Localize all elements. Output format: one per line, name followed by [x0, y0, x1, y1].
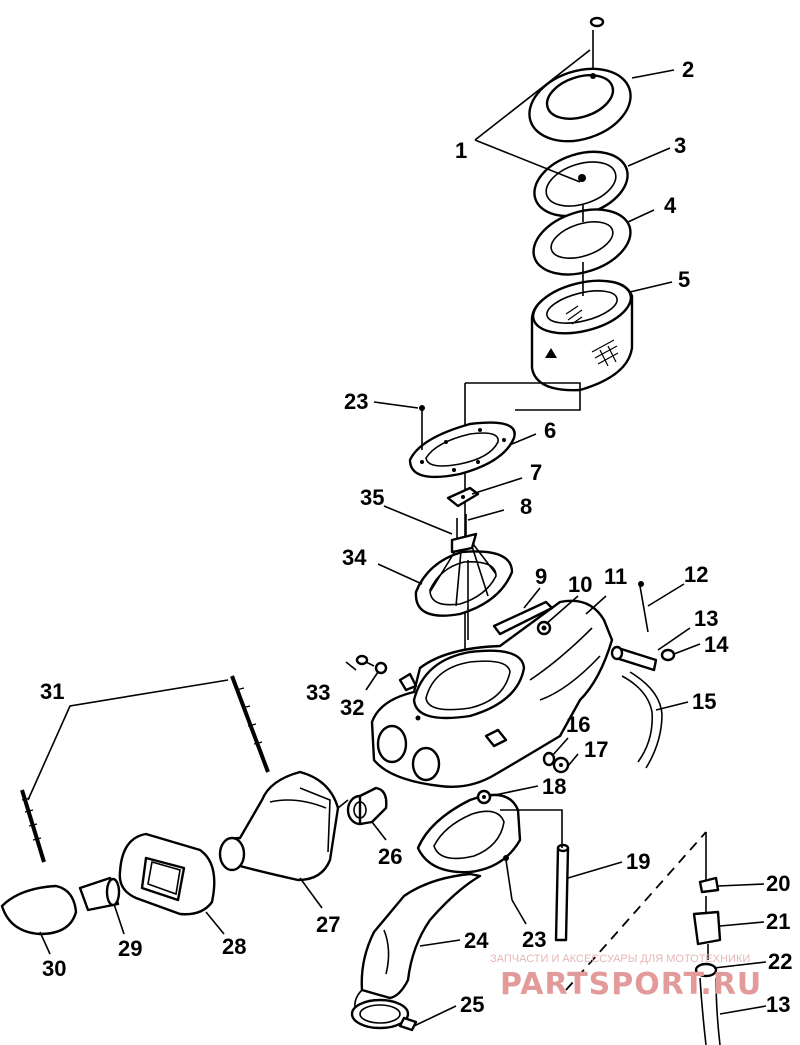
callout-3: 3 [674, 133, 686, 158]
base-gasket [408, 421, 516, 479]
callout-23-upper: 23 [344, 389, 368, 414]
washer-16 [542, 751, 556, 767]
intake-frame [118, 832, 216, 916]
small-plate [446, 486, 480, 508]
washer-32 [374, 661, 388, 675]
hose-clamp-22 [694, 962, 718, 978]
air-filter-element [530, 279, 634, 392]
breather-bolt [638, 581, 649, 633]
callout-19: 19 [626, 849, 650, 874]
callout-32: 32 [340, 695, 364, 720]
vent-tube [554, 843, 570, 942]
callout-25: 25 [460, 992, 484, 1017]
callout-31: 31 [40, 679, 64, 704]
callout-2: 2 [682, 57, 694, 82]
filter-cage [414, 532, 514, 640]
nut-17 [552, 756, 570, 774]
callout-33: 33 [306, 680, 330, 705]
callout-13-lower: 13 [766, 992, 790, 1017]
drain-fitting [536, 620, 552, 636]
callout-20: 20 [766, 871, 790, 896]
callout-10: 10 [568, 572, 592, 597]
mounting-bolt-lower [503, 855, 513, 901]
screw-33 [355, 654, 375, 667]
callout-6: 6 [544, 418, 556, 443]
callout-35: 35 [360, 485, 384, 510]
mounting-bolt-upper [419, 405, 425, 450]
airbox-strap [492, 600, 554, 636]
callout-18: 18 [542, 774, 566, 799]
retainer-plate [532, 208, 632, 276]
callout-21: 21 [766, 909, 790, 934]
callout-23-lower: 23 [522, 927, 546, 952]
breather-fitting [660, 648, 676, 662]
hose-clamp [350, 998, 418, 1032]
callout-22: 22 [768, 949, 792, 974]
breather-hose [610, 645, 658, 672]
intake-sleeve [78, 876, 121, 912]
fitting-18 [476, 789, 492, 805]
callout-26: 26 [378, 844, 402, 869]
hose-clamp-20 [698, 876, 720, 894]
threaded-rod-right [230, 675, 270, 773]
filter-cover [528, 67, 632, 143]
callout-12: 12 [684, 562, 708, 587]
callout-15: 15 [692, 689, 716, 714]
callout-5: 5 [678, 267, 690, 292]
callout-13: 13 [694, 606, 718, 631]
callout-24: 24 [464, 928, 489, 953]
coupler-26 [346, 786, 388, 826]
callout-14: 14 [704, 632, 729, 657]
intake-silencer [218, 770, 340, 882]
callout-17: 17 [584, 737, 608, 762]
wing-bolt [589, 16, 605, 72]
watermark-caption: ЗАПЧАСТИ И АКСЕССУАРЫ ДЛЯ МОТОТЕХНИКИ [490, 953, 750, 965]
callout-1: 1 [455, 138, 467, 163]
intake-cap [0, 884, 78, 936]
inline-filter [692, 896, 722, 960]
callout-9: 9 [535, 564, 547, 589]
callout-8: 8 [520, 494, 532, 519]
callout-30: 30 [42, 956, 66, 981]
callout-28: 28 [222, 934, 246, 959]
callout-16: 16 [566, 712, 590, 737]
callout-11: 11 [604, 564, 627, 589]
watermark-logo: PARTSPORT.RU [500, 967, 762, 1002]
callout-27: 27 [316, 912, 340, 937]
drain-tube [621, 671, 663, 769]
fuel-line [699, 977, 721, 1045]
callout-34: 34 [342, 545, 367, 570]
callout-7: 7 [530, 460, 542, 485]
threaded-rod-left [20, 789, 46, 863]
callout-29: 29 [118, 936, 142, 961]
airbox-body [370, 599, 614, 788]
intake-duct [354, 793, 522, 1013]
callout-4: 4 [664, 193, 677, 218]
